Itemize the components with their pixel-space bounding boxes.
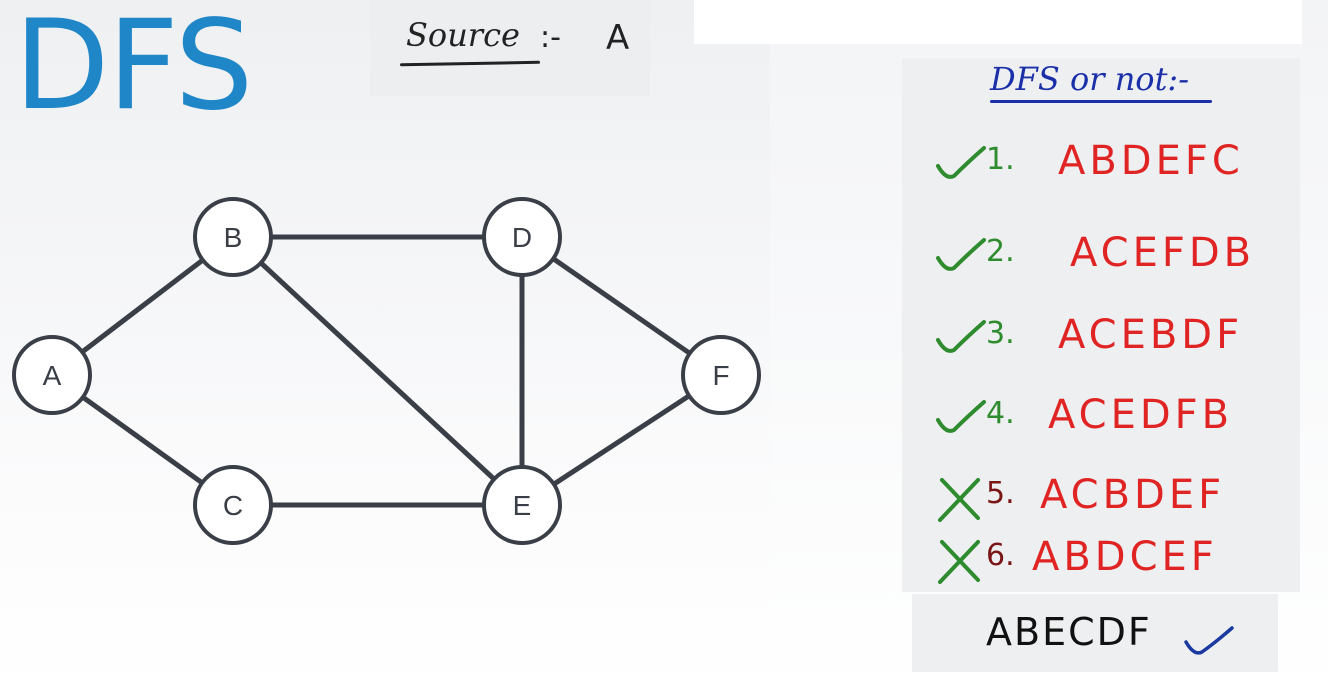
dfs-item-number: 3. bbox=[986, 316, 1015, 351]
edge-D-F bbox=[520, 234, 723, 378]
dfs-item-sequence: ABDEFC bbox=[1058, 138, 1244, 184]
dfs-item-number: 6. bbox=[986, 538, 1015, 573]
node-label: C bbox=[223, 490, 243, 521]
node-label: F bbox=[712, 360, 729, 391]
answer-check-icon bbox=[1184, 626, 1234, 655]
check-icon bbox=[936, 400, 986, 433]
page-title: DFS bbox=[14, 0, 253, 138]
node-circle bbox=[193, 197, 273, 277]
node-label: E bbox=[513, 490, 532, 521]
dfs-item-sequence: ACEFDB bbox=[1070, 230, 1256, 276]
graph-diagram: A B C D E F bbox=[12, 197, 761, 545]
check-icon bbox=[936, 320, 986, 353]
node-circle bbox=[193, 465, 273, 545]
dfs-item-sequence: ACBDEF bbox=[1040, 472, 1226, 518]
node-label: D bbox=[512, 222, 532, 253]
node-circle bbox=[681, 335, 761, 415]
source-label: Source bbox=[406, 16, 520, 54]
dfs-item-number: 2. bbox=[986, 234, 1015, 269]
node-C: C bbox=[193, 465, 273, 545]
answer-sequence: ABECDF bbox=[986, 610, 1152, 654]
dfs-item-sequence: ACEDFB bbox=[1048, 392, 1234, 438]
edge-B-E bbox=[231, 235, 524, 507]
check-icon bbox=[936, 238, 986, 271]
answer-box: ABECDF bbox=[912, 594, 1278, 672]
dfs-item-sequence: ABDCEF bbox=[1032, 534, 1218, 580]
dfs-heading: DFS or not:- bbox=[990, 60, 1190, 98]
dfs-item-number: 5. bbox=[986, 476, 1015, 511]
cross-icon bbox=[938, 478, 980, 522]
node-circle bbox=[482, 465, 562, 545]
node-D: D bbox=[482, 197, 562, 277]
cross-icon bbox=[938, 540, 980, 584]
source-note: Source :- A bbox=[370, 0, 650, 96]
top-blank-area bbox=[694, 0, 1302, 44]
source-value: A bbox=[606, 18, 630, 58]
node-label: B bbox=[224, 222, 243, 253]
node-E: E bbox=[482, 465, 562, 545]
node-label: A bbox=[43, 360, 62, 391]
source-separator: :- bbox=[540, 20, 561, 55]
node-F: F bbox=[681, 335, 761, 415]
check-icon bbox=[936, 146, 986, 179]
dfs-check-panel: DFS or not:- 1. ABDEFC 2. ACEFDB 3. ACEBDF 4. A… bbox=[902, 58, 1300, 592]
dfs-item-number: 4. bbox=[986, 396, 1015, 431]
dfs-item-number: 1. bbox=[986, 142, 1015, 177]
graph-panel bbox=[0, 0, 770, 692]
node-circle bbox=[482, 197, 562, 277]
node-A: A bbox=[12, 335, 92, 415]
dfs-heading-underline bbox=[990, 100, 1212, 103]
node-circle bbox=[12, 335, 92, 415]
dfs-item-sequence: ACEBDF bbox=[1058, 312, 1244, 358]
node-B: B bbox=[193, 197, 273, 277]
